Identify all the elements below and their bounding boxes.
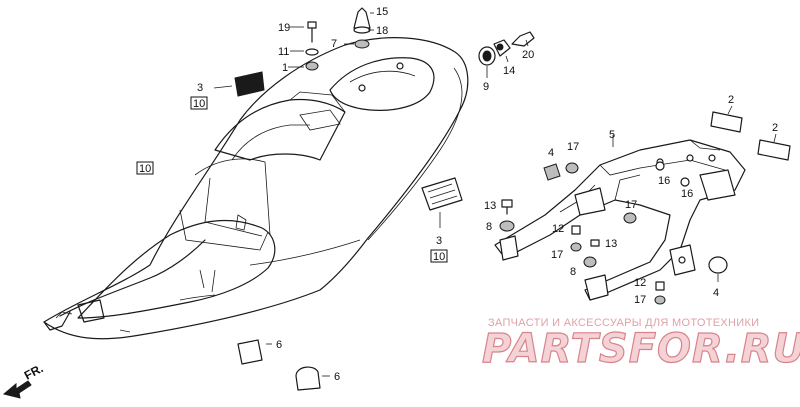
callout-3-lower: 3	[436, 235, 442, 247]
front-direction-label: FR.	[22, 361, 46, 382]
callout-16-right: 16	[681, 188, 693, 200]
callout-1: 1	[282, 62, 288, 74]
front-direction-arrow: FR.	[2, 361, 46, 399]
callout-10-lower: 10	[433, 251, 445, 263]
callout-11: 11	[278, 46, 289, 58]
callout-5: 5	[609, 129, 615, 141]
rubber-bumpers	[237, 339, 330, 391]
callout-19: 19	[278, 22, 290, 34]
rubber-cap-stack	[344, 7, 374, 49]
callout-17-center: 17	[551, 249, 563, 261]
callout-13-center: 13	[605, 238, 617, 250]
callout-12-center: 12	[552, 223, 564, 235]
callout-10-left: 10	[139, 163, 151, 175]
callout-2-right: 2	[772, 122, 778, 134]
callout-8-left: 8	[486, 221, 492, 233]
callout-6-lower: 6	[334, 371, 340, 383]
rear-subframe	[494, 135, 746, 301]
grommet-cluster	[478, 31, 535, 78]
callout-13-left: 13	[484, 200, 496, 212]
emblem-lower	[421, 177, 463, 228]
watermark-caption: ЗАПЧАСТИ И АКСЕССУАРЫ ДЛЯ МОТОТЕХНИКИ	[488, 317, 759, 329]
callout-16-left: 16	[658, 175, 670, 187]
callout-labels: 19 15 18 7 11 1 3 10 10 9 14 20 2 2 5 4 …	[136, 6, 778, 383]
fastener-stack-left	[288, 21, 319, 71]
callout-4-lower: 4	[713, 287, 719, 299]
callout-3-upper: 3	[197, 82, 203, 94]
callout-10-left-box: 10	[136, 161, 154, 175]
callout-17-upper: 17	[567, 141, 579, 153]
callout-2-upper: 2	[728, 94, 734, 106]
watermark: ЗАПЧАСТИ И АКСЕССУАРЫ ДЛЯ МОТОТЕХНИКИ PA…	[481, 317, 800, 373]
subframe-hardware	[499, 161, 728, 305]
callout-10-upper: 10	[193, 98, 205, 110]
rear-cowl-body	[43, 37, 469, 340]
callout-17-right: 17	[625, 199, 637, 211]
callout-14: 14	[503, 65, 515, 77]
callout-4-upper: 4	[548, 147, 554, 159]
callout-17-lower: 17	[634, 294, 646, 306]
reflectors	[710, 105, 791, 161]
watermark-logo: PARTSFOR.RU	[482, 326, 800, 372]
callout-15: 15	[376, 6, 388, 18]
callout-18: 18	[376, 25, 388, 37]
callout-9: 9	[483, 81, 489, 93]
callout-10-lower-box: 10	[430, 249, 448, 263]
callout-8-center: 8	[570, 266, 576, 278]
callout-20: 20	[522, 49, 534, 61]
emblem-upper	[213, 71, 265, 97]
callout-10-upper-box: 10	[190, 96, 208, 110]
callout-12-lower: 12	[634, 277, 646, 289]
callout-6-upper: 6	[276, 339, 282, 351]
callout-7: 7	[331, 38, 337, 50]
